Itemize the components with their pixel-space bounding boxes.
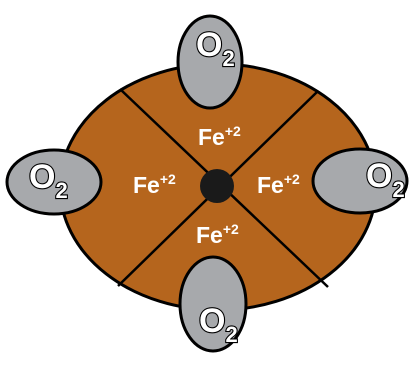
oxygen-molecule-left: O2 <box>5 148 103 216</box>
svg-text:O2: O2 <box>196 26 235 71</box>
oxygen-molecule-right: O2 <box>311 147 409 215</box>
svg-text:O2: O2 <box>366 157 405 202</box>
fe-label-bottom: Fe+2 <box>196 221 239 248</box>
fe-label-right: Fe+2 <box>257 171 300 198</box>
svg-text:O2: O2 <box>29 158 68 203</box>
oxygen-molecule-bottom: O2 <box>178 255 248 353</box>
fe-label-top: Fe+2 <box>198 123 241 150</box>
svg-text:O2: O2 <box>199 302 238 347</box>
center-dot <box>200 169 234 203</box>
fe-label-left: Fe+2 <box>133 171 176 198</box>
oxygen-molecule-top: O2 <box>176 14 244 110</box>
